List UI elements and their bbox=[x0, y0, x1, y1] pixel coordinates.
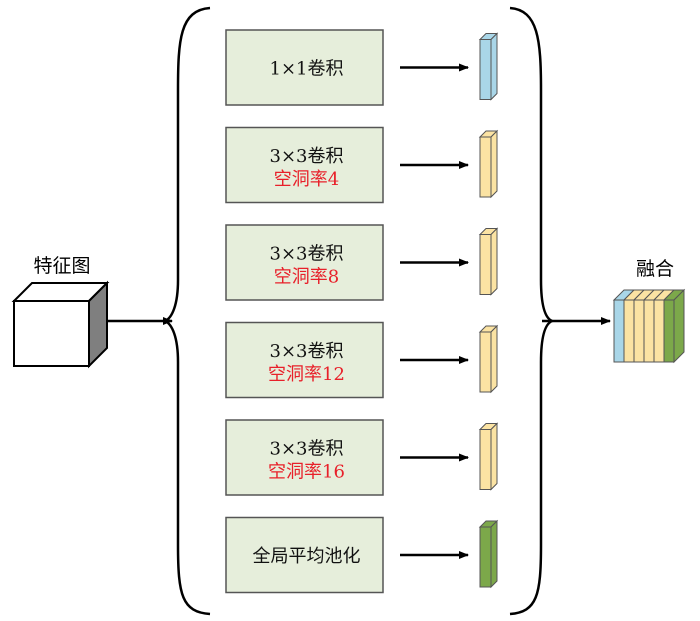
fused-layer-6 bbox=[662, 288, 686, 364]
input-label: 特征图 bbox=[33, 255, 90, 277]
branch-rate-label: 空洞率12 bbox=[268, 364, 345, 385]
branch-box bbox=[225, 516, 384, 594]
branch-box bbox=[225, 29, 384, 106]
feature-slice bbox=[478, 32, 499, 101]
branch-box bbox=[225, 126, 384, 204]
branch-6: 全局平均池化 bbox=[225, 516, 499, 594]
branch-list: 1×1卷积3×3卷积空洞率43×3卷积空洞率83×3卷积空洞率123×3卷积空洞… bbox=[225, 29, 499, 594]
branch-op-label: 1×1卷积 bbox=[270, 59, 344, 80]
branch-op-label: 3×3卷积 bbox=[270, 146, 344, 167]
branch-op-label: 3×3卷积 bbox=[270, 244, 344, 265]
branch-op-label: 3×3卷积 bbox=[270, 439, 344, 460]
branch-box bbox=[225, 321, 384, 399]
output-label: 融合 bbox=[636, 258, 674, 280]
fused-feature-stack bbox=[612, 288, 686, 364]
feature-slice bbox=[478, 519, 499, 589]
feature-slice bbox=[478, 129, 499, 199]
branch-op-label: 3×3卷积 bbox=[270, 341, 344, 362]
branch-box bbox=[225, 419, 384, 496]
branch-rate-label: 空洞率8 bbox=[274, 267, 339, 288]
branch-op-label: 全局平均池化 bbox=[253, 546, 361, 567]
input-feature-cube bbox=[11, 280, 110, 369]
branch-1: 1×1卷积 bbox=[225, 29, 499, 106]
branch-box bbox=[225, 224, 384, 301]
left-brace bbox=[161, 6, 211, 616]
branch-rate-label: 空洞率16 bbox=[268, 462, 345, 483]
feature-slice bbox=[478, 227, 499, 296]
feature-slice bbox=[478, 324, 499, 394]
right-brace bbox=[509, 6, 556, 616]
branch-rate-label: 空洞率4 bbox=[274, 169, 339, 190]
feature-slice bbox=[478, 422, 499, 491]
